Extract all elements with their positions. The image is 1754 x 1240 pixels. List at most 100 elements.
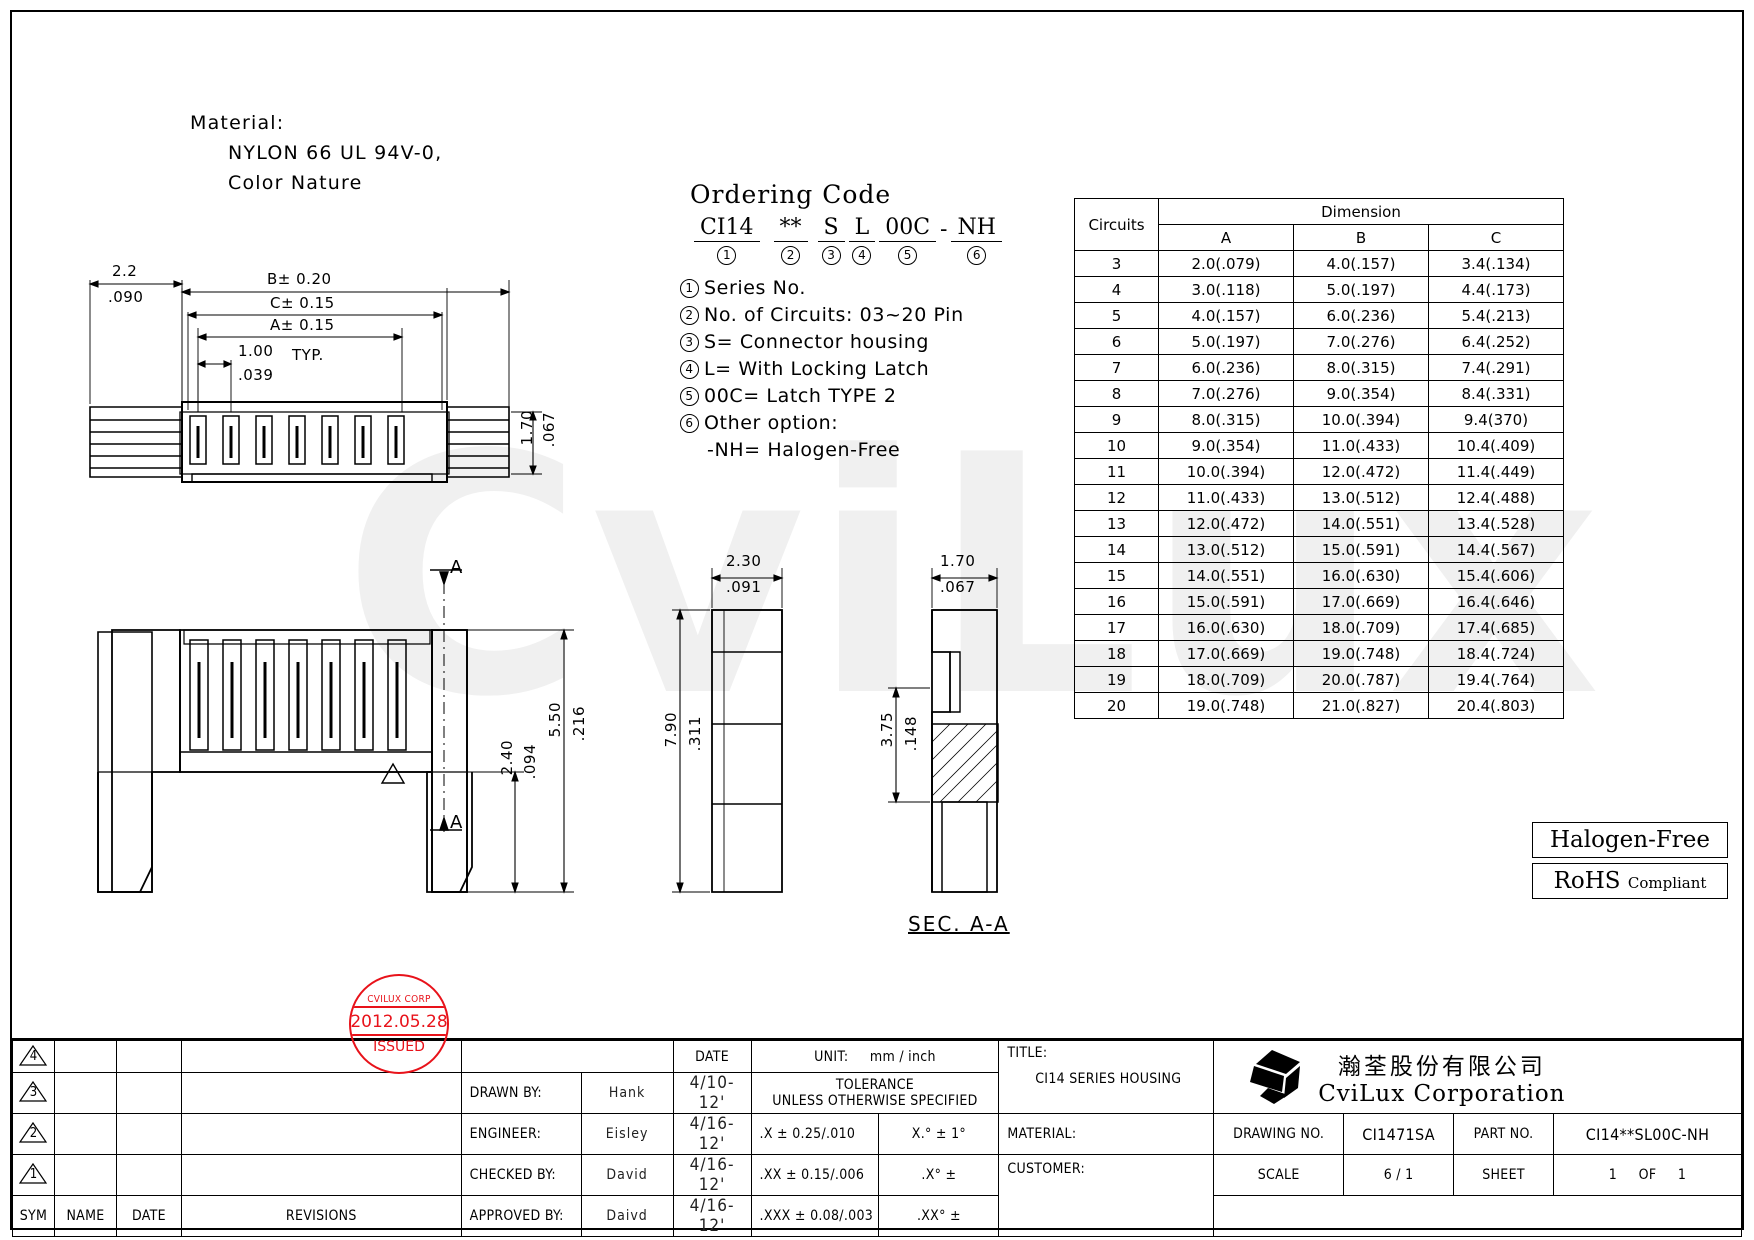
legend-index-6: 6 — [680, 413, 699, 433]
part-no-value: CI14**SL00C-NH — [1553, 1113, 1742, 1155]
ordering-code-legend-item-5: 5 00C= Latch TYPE 2 — [680, 383, 1002, 410]
cell-circuits: 9 — [1074, 406, 1159, 433]
company-name-block: 瀚荃股份有限公司 CviLux Corporation — [1318, 1047, 1565, 1107]
tolerance-row-3-left: .XXX ± 0.08/.003 — [750, 1195, 880, 1237]
ordering-code-segment-5: 00C 5 — [879, 217, 937, 265]
rev-name-1 — [53, 1154, 117, 1196]
rev-num-2: 2 — [29, 1126, 38, 1141]
legend-text-5: 00C= Latch TYPE 2 — [704, 384, 897, 407]
unit-label: UNIT: — [814, 1048, 849, 1065]
checked-by-date: 4/16-12' — [672, 1154, 752, 1196]
ordering-code-legend-item-4: 4 L= With Locking Latch — [680, 356, 1002, 383]
header-col-c: C — [1428, 224, 1564, 251]
rev-date-4 — [115, 1040, 182, 1073]
dimension-table-header-row-2: A B C — [1075, 224, 1564, 251]
ordering-code-legend-item-6: 6 Other option: — [680, 410, 1002, 437]
rev-name-2 — [53, 1113, 117, 1155]
tolerance-line2: UNLESS OTHERWISE SPECIFIED — [772, 1093, 978, 1109]
cell-dim-a: 15.0(.591) — [1158, 588, 1294, 615]
ordering-code-index-1: 1 — [717, 245, 737, 265]
cell-circuits: 14 — [1074, 536, 1159, 563]
stamp-company: CVILUX CORP — [367, 993, 431, 1005]
rev-name-4 — [53, 1040, 117, 1073]
ordering-code-block: Ordering Code CI14 1 ** 2 S 3 L — [680, 180, 1002, 464]
cell-dim-c: 19.4(.764) — [1428, 666, 1564, 693]
rev-sym-2: 2 — [12, 1113, 55, 1155]
halogen-free-badge: Halogen-Free — [1532, 822, 1728, 858]
engineer-name: Eisley — [580, 1113, 674, 1155]
unit-value: mm / inch — [869, 1048, 936, 1065]
issued-stamp: CVILUX CORP 2012.05.28 ISSUED — [349, 974, 449, 1074]
rev-col-name: NAME — [53, 1195, 117, 1237]
company-logo-cell: 瀚荃股份有限公司 CviLux Corporation — [1213, 1040, 1742, 1114]
tolerance-line1: TOLERANCE — [835, 1077, 915, 1093]
cell-circuits: 11 — [1074, 458, 1159, 485]
ordering-code-legend-item-3: 3 S= Connector housing — [680, 329, 1002, 356]
dim-091: .091 — [726, 578, 762, 596]
material-note-line1: Material: — [190, 112, 285, 134]
part-no-label: PART NO. — [1453, 1113, 1554, 1155]
cell-dim-c: 6.4(.252) — [1428, 328, 1564, 355]
dimension-table-header-row-1: Circuits Dimension — [1074, 198, 1564, 251]
cell-circuits: 12 — [1074, 484, 1159, 511]
checked-by-label: CHECKED BY: — [460, 1154, 582, 1196]
ordering-code-dash: - — [940, 217, 948, 242]
cell-circuits: 18 — [1074, 640, 1159, 667]
cell-dim-a: 5.0(.197) — [1158, 328, 1294, 355]
sheet-value-cell: 1 OF 1 — [1553, 1154, 1742, 1196]
section-mark-bottom-a: A — [450, 812, 463, 833]
cell-circuits: 3 — [1074, 250, 1159, 277]
drawn-by-name: Hank — [580, 1072, 674, 1114]
cell-dim-c: 10.4(.409) — [1428, 432, 1564, 459]
approved-by-name: Daivd — [580, 1195, 674, 1237]
dim-039: .039 — [238, 366, 274, 384]
cell-dim-b: 11.0(.433) — [1293, 432, 1429, 459]
stamp-date: 2012.05.28 — [350, 1011, 448, 1032]
cell-dim-b: 13.0(.512) — [1293, 484, 1429, 511]
cell-dim-a: 13.0(.512) — [1158, 536, 1294, 563]
dim-2-30: 2.30 — [726, 552, 762, 570]
ordering-code-index-2: 2 — [781, 245, 801, 265]
revision-triangle-2: 2 — [18, 1120, 48, 1144]
cell-circuits: 16 — [1074, 588, 1159, 615]
legend-text-6: Other option: — [704, 411, 839, 434]
cell-dim-b: 4.0(.157) — [1293, 250, 1429, 277]
material-note-line2: NYLON 66 UL 94V-0, — [228, 142, 443, 164]
ordering-code-segment-1: CI14 1 — [694, 217, 760, 265]
ordering-code-row: CI14 1 ** 2 S 3 L 4 — [694, 217, 1002, 265]
cell-circuits: 19 — [1074, 666, 1159, 693]
dim-2-2: 2.2 — [112, 262, 138, 280]
cell-dim-b: 8.0(.315) — [1293, 354, 1429, 381]
ordering-code-segment-4: L 4 — [848, 217, 876, 265]
rev-col-sym: SYM — [12, 1195, 55, 1237]
cell-dim-b: 16.0(.630) — [1293, 562, 1429, 589]
cell-dim-b: 12.0(.472) — [1293, 458, 1429, 485]
rev-num-3: 3 — [29, 1085, 38, 1100]
ordering-code-title: Ordering Code — [690, 180, 892, 209]
dim-067-sec: .067 — [940, 578, 976, 596]
checked-by-name: David — [580, 1154, 674, 1196]
revision-triangle-1: 1 — [18, 1161, 48, 1185]
drawing-no-value: CI1471SA — [1343, 1113, 1455, 1155]
rohs-main-text: RoHS — [1553, 868, 1621, 894]
section-mark-top-a: A — [450, 557, 463, 578]
material-note: Material: NYLON 66 UL 94V-0, Color Natur… — [190, 108, 442, 198]
legend-index-3: 3 — [680, 332, 699, 352]
cell-dim-c: 18.4(.724) — [1428, 640, 1564, 667]
unit-cell: UNIT: mm / inch — [750, 1040, 1000, 1073]
cell-circuits: 6 — [1074, 328, 1159, 355]
header-circuits: Circuits — [1074, 198, 1159, 251]
cell-dim-c: 14.4(.567) — [1428, 536, 1564, 563]
stamp-status: ISSUED — [373, 1038, 425, 1055]
cell-dim-a: 2.0(.079) — [1158, 250, 1294, 277]
cell-dim-c: 12.4(.488) — [1428, 484, 1564, 511]
